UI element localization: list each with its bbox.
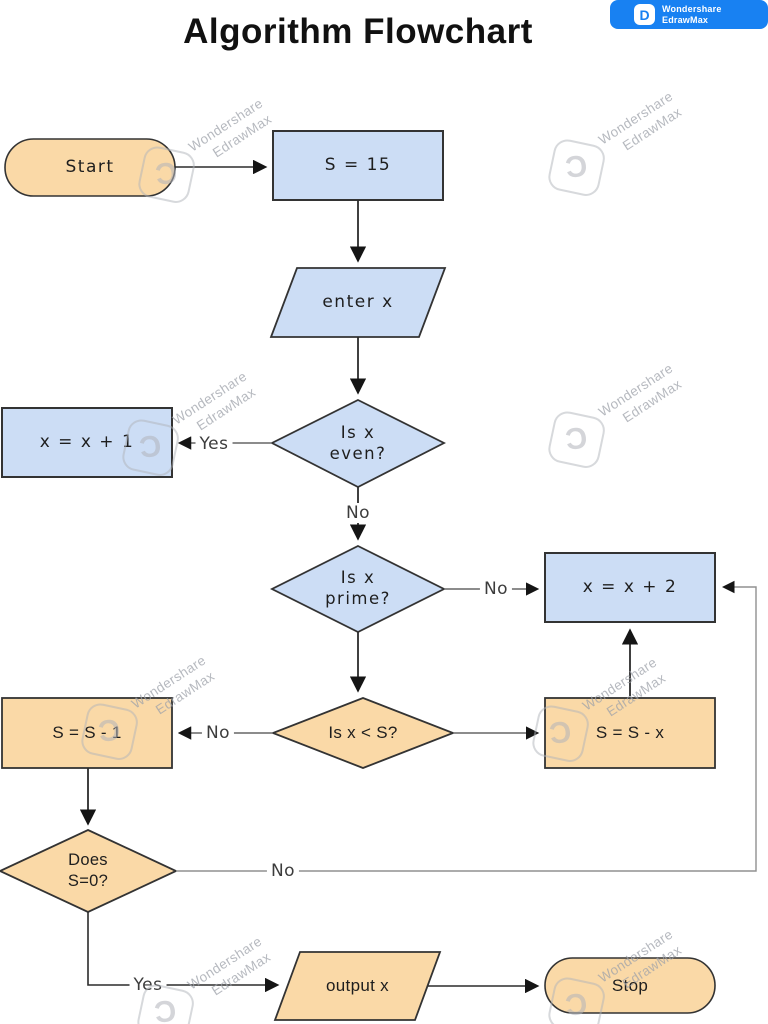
process-inc2-shape — [544, 552, 716, 623]
process-dec1-shape — [1, 697, 173, 769]
wondershare-edrawmax-badge[interactable]: D Wondershare EdrawMax — [610, 0, 768, 29]
edge-label-less-no: No — [201, 723, 235, 743]
edge-label-zero-yes: Yes — [129, 975, 167, 995]
edrawmax-logo-icon: D — [634, 4, 655, 25]
decision-less-shape — [270, 697, 456, 769]
io-input-shape — [269, 267, 447, 338]
badge-text: Wondershare EdrawMax — [662, 4, 722, 26]
process-decx-shape — [544, 697, 716, 769]
terminator-stop-shape — [544, 957, 716, 1014]
decision-zero-shape — [0, 829, 179, 913]
badge-line2: EdrawMax — [662, 14, 709, 25]
process-inc1-shape — [1, 407, 173, 478]
page-title: Algorithm Flowchart — [183, 12, 533, 51]
io-output-shape — [273, 951, 442, 1021]
edge-label-even-yes: Yes — [195, 434, 233, 454]
terminator-start-shape — [4, 138, 176, 197]
decision-even-shape — [270, 398, 446, 489]
edge-label-zero-no: No — [266, 861, 300, 881]
edge-label-prime-no: No — [479, 579, 513, 599]
process-init-shape — [272, 130, 444, 201]
badge-line1: Wondershare — [662, 3, 722, 14]
edge-zero-no-inc2 — [176, 580, 757, 872]
edge-zero-yes-output — [87, 912, 280, 993]
decision-prime-shape — [269, 544, 447, 634]
edge-label-even-no: No — [341, 503, 375, 523]
